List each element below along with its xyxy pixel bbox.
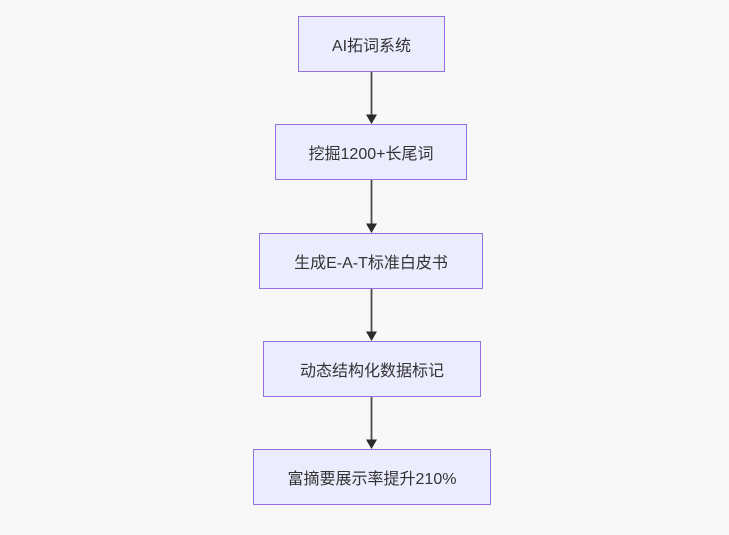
node-label: 挖掘1200+长尾词: [308, 146, 434, 163]
node-label: AI拓词系统: [331, 38, 412, 55]
arrow-down-icon: [366, 180, 377, 233]
flow-node: 生成E-A-T标准白皮书: [259, 233, 483, 289]
flow-node: 动态结构化数据标记: [263, 341, 481, 397]
node-label: 生成E-A-T标准白皮书: [294, 255, 448, 272]
flow-node: AI拓词系统: [298, 16, 445, 72]
node-label: 动态结构化数据标记: [299, 363, 444, 380]
flow-node: 挖掘1200+长尾词: [275, 124, 467, 180]
arrow-down-icon: [366, 72, 377, 124]
flow-node: 富摘要展示率提升210%: [253, 449, 491, 505]
arrow-down-icon: [366, 397, 377, 449]
arrow-down-icon: [366, 289, 377, 341]
node-label: 富摘要展示率提升210%: [287, 471, 457, 488]
